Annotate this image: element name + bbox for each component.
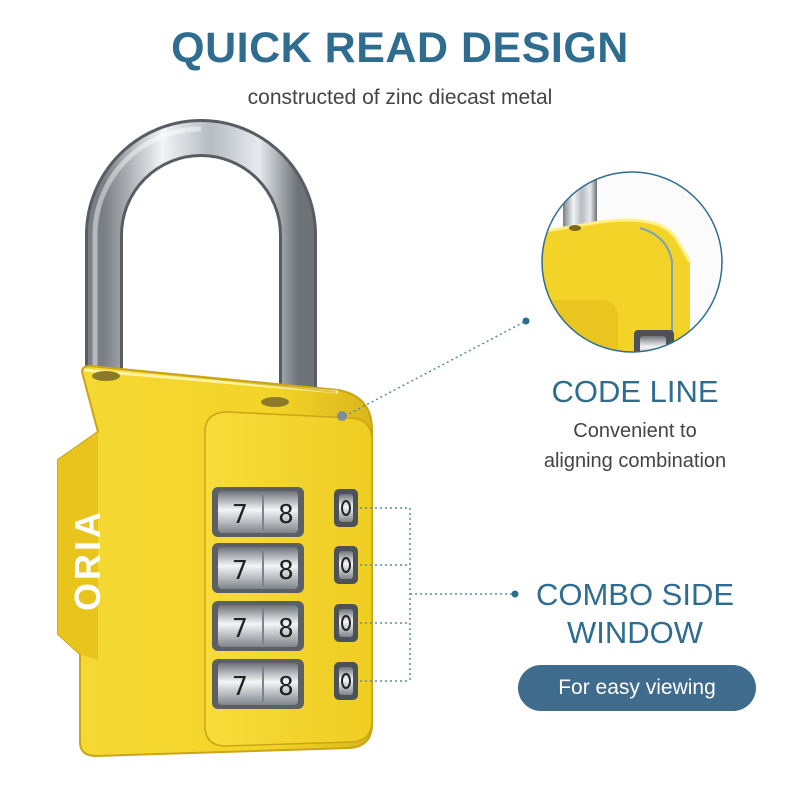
combo-window-title: COMBO SIDE WINDOW xyxy=(510,576,760,652)
code-line-description-line: Convenient to xyxy=(573,420,697,442)
dial-digit: 7 xyxy=(232,614,248,644)
brand-logo: ORIA xyxy=(67,509,108,611)
code-line-zoom-circle xyxy=(541,171,723,353)
code-line-description-line: aligning combination xyxy=(543,450,727,472)
dial-digit: 7 xyxy=(232,672,248,702)
shackle xyxy=(85,119,317,405)
side-window xyxy=(334,604,358,642)
code-line-callout-line xyxy=(344,317,530,417)
subheadline: constructed of zinc diecast metal xyxy=(247,86,553,109)
dial-digit: 8 xyxy=(278,556,294,586)
easy-viewing-badge: For easy viewing xyxy=(518,665,756,711)
dial-digit: 8 xyxy=(278,500,294,530)
code-line-title: CODE LINE xyxy=(551,374,719,409)
code-line-description: Convenient to aligning combination xyxy=(500,416,770,476)
combination-dial[interactable]: 7 8 xyxy=(212,543,304,593)
combo-window-callout-line xyxy=(360,507,512,682)
side-window xyxy=(334,546,358,584)
dial-digit: 8 xyxy=(278,614,294,644)
side-window xyxy=(334,662,358,700)
callout-dot xyxy=(511,590,519,598)
dial-digit: 8 xyxy=(278,672,294,702)
combination-dial[interactable]: 7 8 xyxy=(212,659,304,709)
side-window xyxy=(334,489,358,527)
headline: QUICK READ DESIGN xyxy=(171,24,629,72)
combo-window-title-line: WINDOW xyxy=(566,615,704,650)
combination-dial[interactable]: 7 8 xyxy=(212,487,304,537)
combo-window-title-line: COMBO SIDE xyxy=(535,577,735,612)
dial-digit: 7 xyxy=(232,500,248,530)
dial-digit: 7 xyxy=(232,556,248,586)
combination-dial[interactable]: 7 8 xyxy=(212,601,304,651)
